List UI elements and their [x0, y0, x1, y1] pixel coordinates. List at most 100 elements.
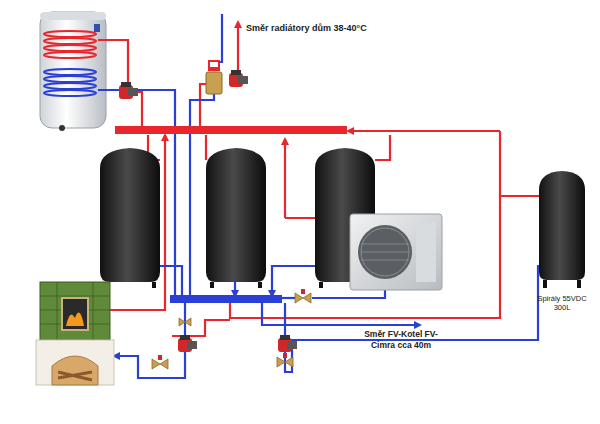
drawing-part — [295, 293, 311, 303]
drawing-part — [499, 131, 501, 196]
drawing-part — [58, 372, 92, 380]
pipe-label: Směr FV-Kotel FV-Cimra cca 40m — [362, 329, 440, 350]
drawing-part — [205, 135, 207, 160]
drawing-part — [40, 282, 110, 340]
tank-body — [539, 171, 585, 280]
drawing-part — [40, 282, 110, 340]
heat-pump — [350, 214, 442, 290]
drawing-part — [40, 296, 110, 297]
drawing-part — [187, 341, 197, 349]
drawing-part — [36, 340, 114, 385]
drawing-part — [206, 72, 222, 94]
water-heater — [40, 12, 106, 131]
drawing-part — [237, 22, 239, 72]
drawing-part — [44, 76, 96, 82]
drawing-part — [350, 214, 442, 290]
drawing-part — [44, 31, 96, 96]
drawing-part — [277, 357, 293, 367]
drawing-part — [210, 62, 218, 67]
hot-header — [115, 126, 347, 134]
drawing-part — [277, 353, 293, 367]
drawing-part — [295, 289, 311, 303]
drawing-part — [114, 303, 185, 378]
drawing-part — [229, 70, 248, 87]
drawing-part — [312, 290, 385, 298]
tank-outline — [530, 168, 594, 292]
drawing-part — [287, 341, 297, 349]
drawing-part — [416, 222, 436, 282]
drawing-part — [361, 228, 409, 276]
drawing-part — [158, 355, 162, 360]
drawing-part — [94, 24, 100, 32]
cold-pipes — [98, 14, 546, 378]
tank-label: Spirály 55VDC 300L — [530, 294, 594, 313]
storage-tank: Spirály 55VDC 300L — [530, 168, 594, 313]
hot-pipes — [98, 22, 550, 336]
drawing-part — [238, 76, 248, 84]
drawing-part — [179, 318, 191, 326]
drawing-part — [280, 335, 290, 340]
drawing-part — [361, 244, 409, 245]
drawing-part — [98, 40, 142, 128]
drawing-part — [152, 355, 168, 369]
drawing-part — [66, 313, 84, 326]
cold-header — [170, 295, 282, 303]
drawing-part — [44, 52, 96, 58]
drawing-part — [40, 12, 106, 128]
drawing-part — [361, 260, 409, 261]
ball-valves — [152, 289, 311, 369]
drawing-part — [283, 353, 287, 358]
drawing-part — [100, 148, 160, 282]
drawing-part — [258, 282, 262, 288]
drawing-part — [361, 244, 409, 260]
tiled-stove — [36, 282, 114, 385]
drawing-part — [375, 135, 390, 160]
drawing-part — [230, 303, 300, 318]
drawing-part — [160, 266, 182, 296]
drawing-part — [361, 252, 409, 253]
drawing-part — [284, 139, 286, 218]
drawing-part — [59, 125, 65, 131]
drawing-part — [44, 38, 96, 44]
drawing-part — [93, 282, 94, 340]
drawing-part — [348, 130, 500, 132]
drawing-part — [52, 356, 98, 385]
drawing-part — [282, 297, 296, 299]
drawing-part — [278, 335, 297, 352]
drawing-part — [301, 289, 305, 294]
drawing-part — [272, 266, 315, 296]
pipe-label: Směr radiátory dům 38-40°C — [246, 23, 396, 34]
drawing-part — [180, 335, 190, 340]
circulation-pumps — [119, 70, 297, 352]
drawing-part — [44, 90, 96, 96]
drawing-part — [206, 148, 266, 282]
drawing-part — [58, 372, 92, 380]
drawing-part — [44, 69, 96, 75]
drawing-part — [121, 82, 131, 87]
drawing-part — [44, 45, 96, 51]
drawing-part — [128, 88, 138, 96]
drawing-part — [214, 14, 222, 62]
buffer-tanks — [100, 148, 375, 288]
drawing-part — [234, 282, 236, 296]
drawing-part — [231, 70, 241, 75]
tank-leg — [543, 280, 547, 288]
drawing-part — [119, 82, 138, 99]
drawing-part — [57, 282, 58, 340]
drawing-part — [40, 12, 106, 20]
drawing-part — [208, 60, 220, 71]
drawing-part — [152, 282, 156, 288]
drawing-part — [179, 318, 191, 326]
tank-leg — [577, 280, 581, 288]
drawing-part — [44, 83, 96, 89]
mixing-valve — [206, 60, 222, 94]
drawing-part — [44, 31, 96, 37]
drawing-part — [319, 282, 323, 288]
drawing-part — [210, 282, 214, 288]
drawing-part — [152, 359, 168, 369]
drawing-part — [358, 225, 412, 279]
drawing-part — [62, 298, 88, 330]
drawing-part — [178, 335, 197, 352]
